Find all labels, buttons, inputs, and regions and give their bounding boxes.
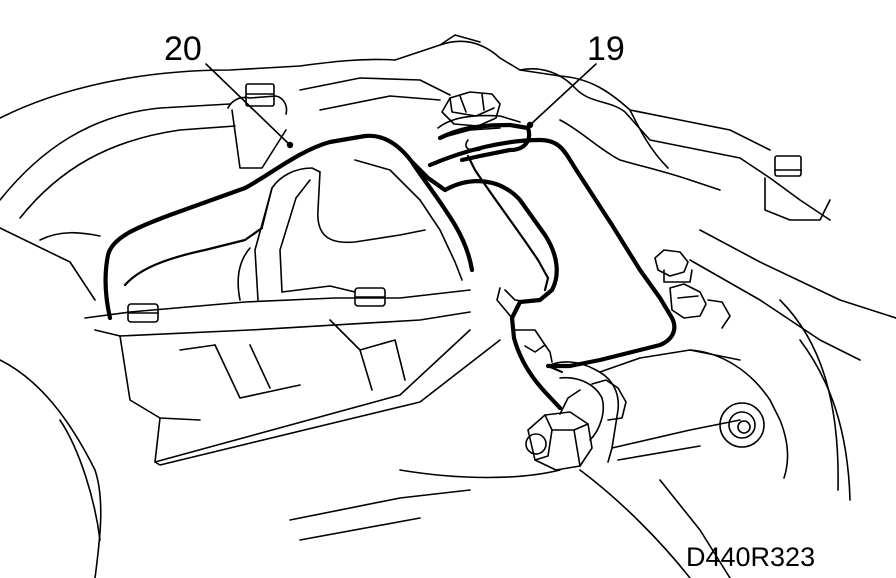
callout-label-20: 20 (164, 30, 202, 68)
leader-dot-20 (286, 141, 294, 149)
engine-mount-20 (103, 83, 475, 323)
callout-19: 19 (526, 30, 625, 129)
mount-casting-lower (84, 289, 501, 466)
leader-dot-19 (526, 121, 534, 129)
callout-label-19: 19 (587, 30, 625, 68)
leader-line-20 (205, 63, 291, 146)
engine-bay-background (0, 34, 896, 578)
link-arm-and-nut (525, 349, 789, 479)
mount-bracket-19 (427, 91, 731, 411)
leader-line-19 (529, 63, 597, 126)
figure-code: D440R323 (686, 542, 815, 572)
callout-20: 20 (164, 30, 294, 149)
